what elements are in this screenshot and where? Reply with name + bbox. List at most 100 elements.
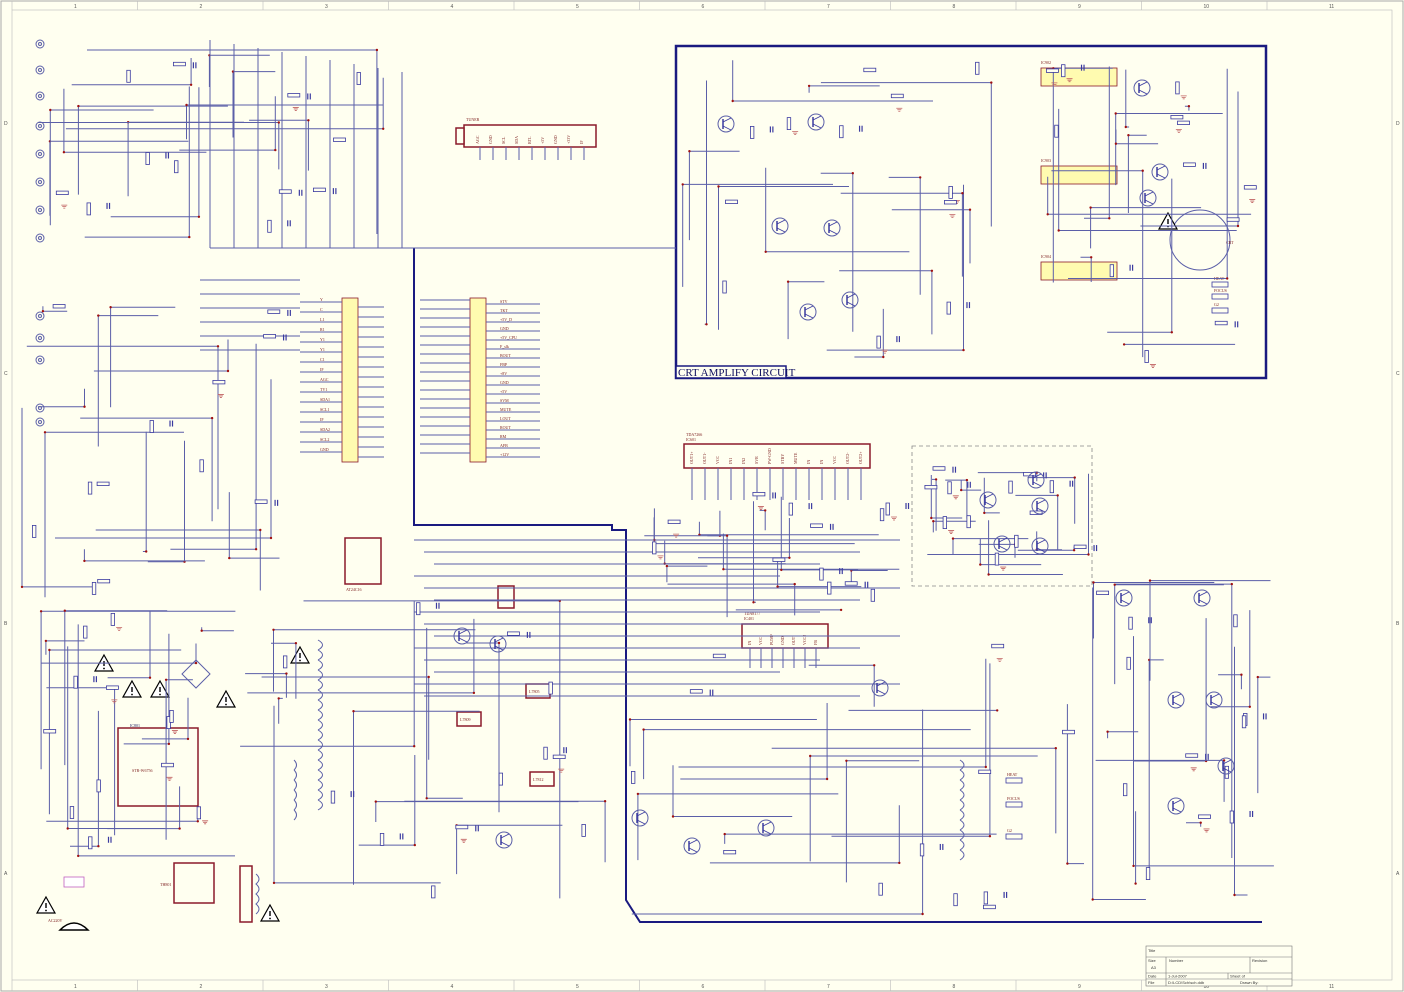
resistor — [110, 613, 115, 626]
junction-dot — [413, 843, 416, 847]
resistor — [631, 771, 636, 784]
ground-icon — [292, 107, 299, 111]
revision-label: Revision — [1252, 958, 1267, 963]
resistor — [1014, 534, 1019, 548]
transistor-emitter — [762, 829, 772, 835]
wire — [1186, 822, 1202, 827]
output-port-focus-2: FOCUS — [1005, 796, 1023, 808]
junction-dot — [1072, 549, 1076, 552]
junction-dot — [63, 609, 66, 612]
junction-dot — [66, 827, 69, 830]
junction-dot — [1134, 882, 1137, 885]
resistor — [870, 588, 875, 602]
transistor-emitter — [1156, 173, 1166, 179]
wire — [49, 109, 154, 226]
transistor — [823, 219, 841, 237]
junction-dot — [1256, 675, 1260, 679]
ground-icon — [1203, 828, 1210, 833]
resistor — [431, 885, 436, 899]
bridge-rectifier — [181, 659, 211, 689]
warning-dot — [45, 909, 47, 912]
cn202-pin-label: ROUT — [500, 425, 511, 430]
junction-dot — [764, 509, 767, 512]
rca-jack — [35, 205, 45, 215]
transistor — [1027, 471, 1045, 489]
transistor-collector — [846, 293, 856, 299]
transistors — [453, 79, 1235, 855]
wire — [63, 88, 207, 153]
ic-eeprom-model: AT24C16 — [346, 587, 362, 592]
transistor-emitter — [1210, 701, 1220, 707]
drawn-by-label: Drawn By: — [1240, 980, 1258, 985]
transistor-collector — [1032, 473, 1042, 479]
row-tick: C — [1396, 371, 1400, 377]
resistor — [712, 653, 726, 659]
wire — [1093, 582, 1215, 639]
junction-dot — [413, 745, 416, 748]
resistor — [1073, 544, 1087, 549]
junction-dot — [731, 99, 734, 103]
wire — [765, 167, 910, 253]
wire — [142, 431, 147, 552]
wire — [65, 77, 384, 130]
junction-dot — [228, 556, 231, 560]
wire — [666, 565, 708, 583]
rca-jack — [35, 311, 45, 321]
title-label: Title — [1148, 948, 1156, 953]
rca-jack-center — [38, 152, 42, 156]
regulator-7812-label: L7812 — [533, 777, 543, 782]
row-tick: C — [4, 371, 8, 377]
junction-dot — [951, 537, 955, 540]
ground-icon — [952, 495, 959, 500]
junction-dot — [41, 310, 45, 313]
resistor — [948, 185, 953, 199]
column-tick: 1 — [74, 4, 77, 10]
junction-dot — [382, 127, 385, 130]
resistor — [953, 893, 958, 907]
cn202-pin-label: FBP — [500, 362, 508, 367]
thermistor-th801 — [173, 862, 215, 904]
resistor — [1061, 64, 1066, 78]
audio-pin-label: OUT2- — [845, 452, 850, 464]
resistor — [1241, 715, 1247, 729]
wire — [850, 570, 888, 582]
wire — [38, 122, 280, 170]
column-tick: 3 — [325, 4, 328, 10]
junction-dot — [194, 661, 198, 665]
wire — [688, 150, 740, 241]
junction-dot — [873, 664, 876, 667]
cn202-pin-label: LOUT — [500, 416, 511, 421]
warning-dot — [269, 917, 271, 920]
wire — [83, 549, 205, 562]
resistor — [983, 904, 996, 910]
column-tick: 10 — [1204, 984, 1210, 990]
resistor — [1008, 480, 1013, 494]
tuner-pin-label: AGC — [475, 135, 480, 144]
resistor — [548, 681, 553, 695]
vert-pin-label: IN — [747, 641, 752, 645]
resistor — [212, 379, 226, 385]
wire — [1133, 618, 1207, 762]
wire — [358, 755, 416, 846]
regulator-7812 — [529, 771, 555, 787]
ground-icon — [217, 394, 224, 398]
junction-dot — [77, 104, 80, 108]
tuner-pin-label: SDA — [514, 136, 519, 144]
column-tick: 4 — [451, 4, 454, 10]
junction-dot — [752, 601, 755, 604]
transistor-collector — [828, 221, 838, 227]
audio-pin-label: MUTE — [793, 452, 798, 464]
cn201-pin-label: TV1 — [320, 387, 327, 392]
transistor-collector — [500, 833, 510, 839]
wire — [1123, 343, 1236, 345]
wire — [95, 529, 261, 591]
file-value: D:\LCD\Sch\sch.ddb — [1168, 980, 1205, 985]
rca-jack — [35, 65, 45, 75]
junction-dot — [83, 559, 86, 563]
ground-icon — [166, 776, 173, 781]
transistor-emitter — [1172, 807, 1182, 813]
wire — [55, 379, 272, 539]
resistor — [312, 187, 326, 193]
junction-dot — [932, 520, 935, 523]
resistor — [1144, 350, 1149, 363]
